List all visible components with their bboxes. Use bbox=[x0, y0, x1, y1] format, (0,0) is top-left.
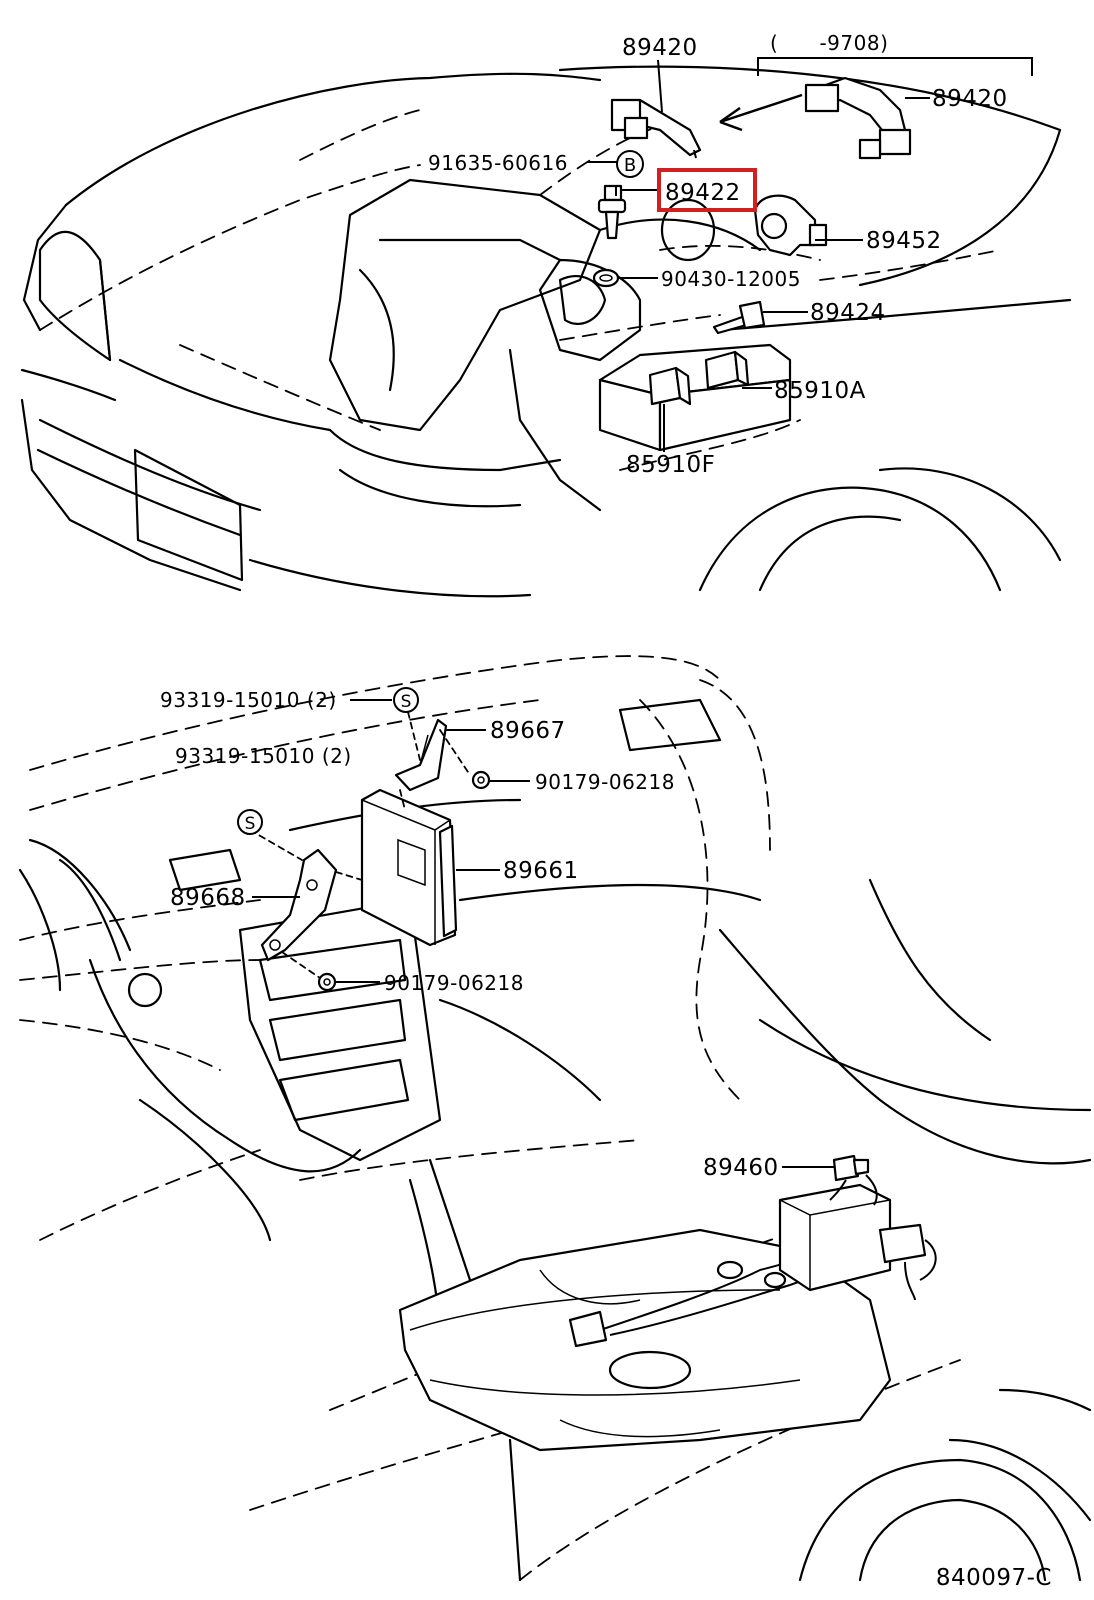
fuel-tank bbox=[398, 1228, 892, 1452]
label-93319-15010-b: 93319-15010 (2) bbox=[175, 744, 352, 768]
temperature-sensor-89422 bbox=[597, 184, 627, 240]
callout-s-b: S bbox=[237, 809, 263, 835]
label-90179-06218-a: 90179-06218 bbox=[535, 770, 675, 794]
figure-code: 840097-C bbox=[936, 1565, 1052, 1591]
callout-s-a-letter: S bbox=[401, 692, 412, 712]
throttle-position-sensor-89452 bbox=[753, 194, 828, 257]
o2-sensor-harness-89420-a bbox=[610, 98, 702, 159]
label-89668: 89668 bbox=[170, 885, 246, 911]
callout-b: B bbox=[616, 150, 644, 178]
nut-90179-a bbox=[471, 770, 491, 790]
arrow-variant-indicator bbox=[719, 93, 803, 132]
o2-sensor-harness-89420-b bbox=[804, 76, 912, 160]
label-85910a: 85910A bbox=[774, 378, 866, 404]
nut-90179-b bbox=[317, 972, 337, 992]
bracket-89667 bbox=[394, 718, 448, 792]
label-90430-12005: 90430-12005 bbox=[661, 267, 801, 291]
callout-b-letter: B bbox=[624, 155, 636, 176]
label-89420-b: 89420 bbox=[932, 86, 1008, 112]
callout-s-b-letter: S bbox=[245, 814, 256, 834]
bracket-89668 bbox=[260, 848, 338, 962]
assembly-lines bbox=[249, 711, 471, 979]
label-89420-a: 89420 bbox=[622, 35, 698, 61]
variant-note: ( -9708) bbox=[770, 31, 888, 55]
callout-s-a: S bbox=[393, 687, 419, 713]
bottom-leader-lines bbox=[252, 699, 834, 1168]
label-93319-15010-a: 93319-15010 (2) bbox=[160, 688, 337, 712]
label-89460: 89460 bbox=[703, 1155, 779, 1181]
label-89452: 89452 bbox=[866, 228, 942, 254]
label-91635-60616: 91635-60616 bbox=[428, 151, 568, 175]
vehicle-front-outline bbox=[20, 65, 1072, 598]
ecu-89661 bbox=[360, 788, 458, 947]
label-89422: 89422 bbox=[665, 180, 741, 206]
vsv-89460 bbox=[829, 1154, 878, 1206]
variant-bracket bbox=[757, 57, 1033, 76]
label-85910f: 85910F bbox=[626, 452, 715, 478]
top-leader-lines bbox=[587, 59, 930, 452]
highlight-box-89422 bbox=[657, 168, 757, 212]
label-90179-06218-b: 90179-06218 bbox=[384, 971, 524, 995]
label-89667: 89667 bbox=[490, 718, 566, 744]
label-89424: 89424 bbox=[810, 300, 886, 326]
label-89661: 89661 bbox=[503, 858, 579, 884]
sensor-89424 bbox=[712, 300, 766, 335]
gasket-90430 bbox=[592, 268, 620, 288]
charcoal-canister bbox=[778, 1183, 937, 1301]
relay-85910a bbox=[704, 350, 750, 390]
relay-85910f bbox=[648, 366, 692, 406]
